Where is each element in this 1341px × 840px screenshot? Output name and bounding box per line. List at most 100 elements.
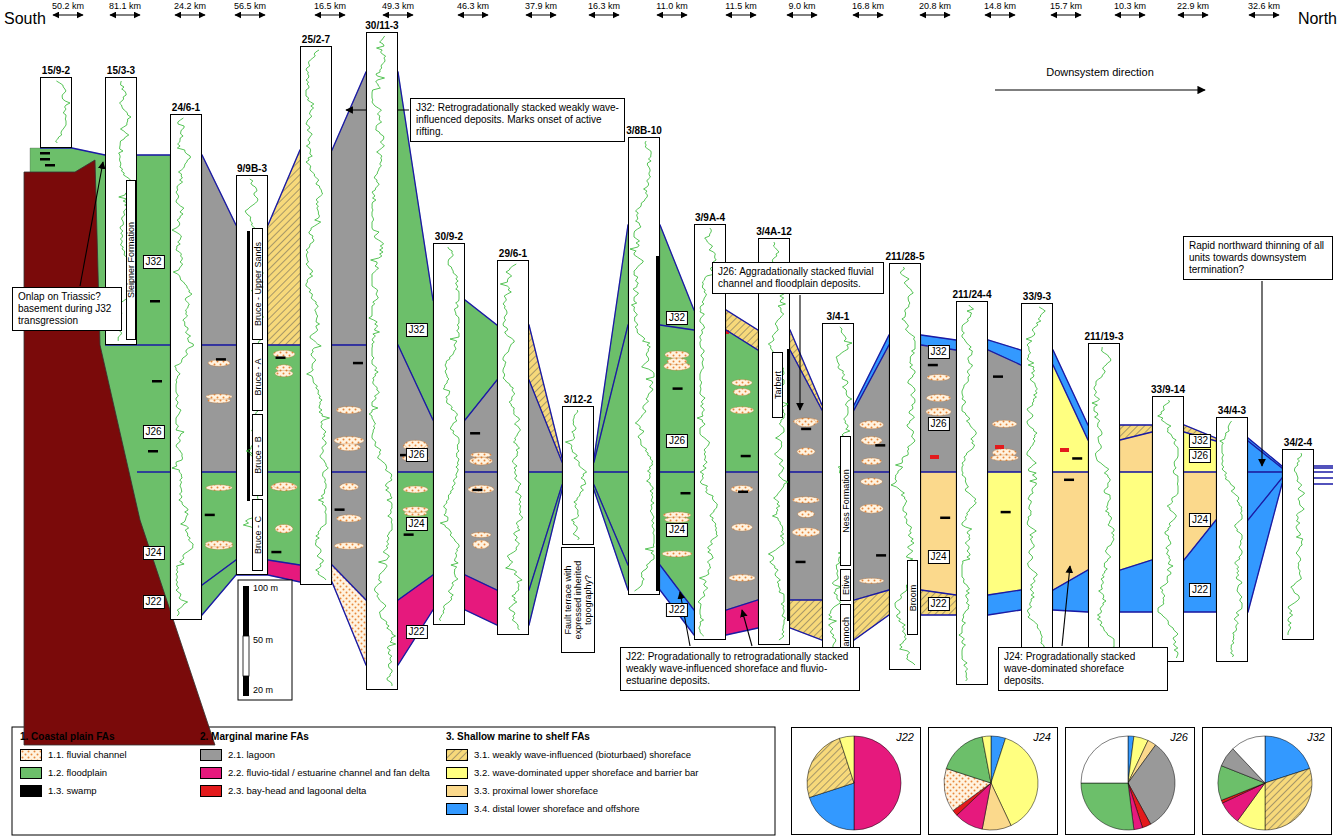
fluvial-channel-lens bbox=[665, 351, 689, 358]
core-interval bbox=[247, 231, 250, 501]
formation-name: Bruce - B bbox=[253, 436, 263, 474]
pie-chart bbox=[1203, 728, 1331, 834]
fault-terrace-note: Fault terrace with expressed inherited t… bbox=[561, 547, 595, 653]
horizon-label: J22 bbox=[405, 625, 427, 639]
facies-fill bbox=[202, 345, 236, 472]
swamp-coal-bar bbox=[152, 380, 162, 383]
fluvial-channel-lens bbox=[991, 455, 1019, 461]
legend-text: 1.1. fluvial channel bbox=[48, 749, 127, 761]
facies-fill bbox=[202, 560, 236, 615]
fluvial-channel-lens bbox=[205, 541, 232, 547]
scale-segment bbox=[243, 636, 249, 676]
legend-swatch bbox=[446, 803, 468, 815]
well-column: Broom211/28-5 bbox=[889, 263, 921, 670]
distance-label: 49.3 km bbox=[382, 1, 414, 11]
scale-label: 100 m bbox=[253, 583, 278, 593]
gamma-ray-log bbox=[439, 247, 459, 621]
swamp-coal-bar bbox=[796, 561, 806, 564]
distance-arrow bbox=[383, 15, 413, 16]
swamp-coal-bar bbox=[472, 489, 482, 492]
well-log bbox=[759, 239, 789, 644]
callout-leader bbox=[742, 610, 752, 646]
well-column: 15/9-2 bbox=[40, 77, 72, 148]
pie-title: J26 bbox=[1170, 731, 1188, 744]
facies-fill bbox=[465, 472, 497, 590]
legend-text: 3.1. weakly wave-influenced (bioturbaed)… bbox=[474, 749, 691, 761]
scale-bar bbox=[238, 580, 292, 700]
core-interval bbox=[787, 349, 789, 621]
distance-label: 32.6 km bbox=[1248, 1, 1280, 11]
facies-fill bbox=[332, 345, 366, 472]
distance-arrow bbox=[787, 15, 817, 16]
gamma-ray-log bbox=[172, 118, 193, 616]
gamma-ray-log bbox=[828, 327, 852, 683]
legend-text: 2.2. fluvio-tidal / estuarine channel an… bbox=[228, 767, 430, 779]
gamma-ray-log bbox=[243, 179, 263, 571]
distance-label: 14.8 km bbox=[984, 1, 1016, 11]
fluvial-channel-lens bbox=[730, 407, 754, 414]
facies-fill bbox=[854, 345, 889, 472]
callout-leader bbox=[1062, 566, 1070, 646]
formation-name: Etive bbox=[841, 575, 851, 595]
swamp-coal-bar bbox=[148, 450, 158, 453]
well-log bbox=[41, 78, 71, 147]
fluvial-channel-lens bbox=[275, 524, 293, 533]
callout-text: Onlap on Triassic? basement during J32 t… bbox=[18, 291, 116, 327]
swamp-coal-bar bbox=[1064, 479, 1074, 482]
facies-fill bbox=[988, 350, 1021, 472]
callout-leader bbox=[1261, 281, 1262, 466]
pie-chart-box: J26 bbox=[1065, 727, 1195, 835]
fluvial-channel-lens bbox=[860, 504, 884, 513]
gamma-ray-log bbox=[1026, 307, 1047, 681]
well-log bbox=[1089, 344, 1119, 679]
formation-box: Etive bbox=[840, 569, 851, 601]
formation-name: Bruce - Upper Sands bbox=[253, 242, 263, 326]
well-column: 3/8B-10 bbox=[628, 137, 660, 595]
pie-slice bbox=[854, 736, 901, 830]
callout-text: J32: Retrogradationally stacked weakly w… bbox=[416, 102, 619, 138]
pie-slice bbox=[1081, 783, 1134, 830]
legend-swatch bbox=[20, 785, 42, 797]
distance-label: 81.1 km bbox=[109, 1, 141, 11]
swamp-coal-bar bbox=[276, 356, 286, 359]
well-name: 3/4-1 bbox=[826, 311, 851, 322]
direction-label: South bbox=[4, 10, 46, 28]
facies-fill bbox=[1120, 472, 1152, 570]
facies-fill bbox=[268, 345, 300, 472]
facies-fill bbox=[398, 575, 433, 665]
well-log bbox=[367, 33, 397, 689]
facies-fill bbox=[660, 225, 694, 330]
well-name: 34/2-4 bbox=[1283, 437, 1313, 448]
well-name: 30/9-2 bbox=[434, 231, 464, 242]
swamp-coal-bar bbox=[470, 432, 480, 435]
gamma-ray-log bbox=[959, 305, 976, 681]
legend-swatch bbox=[200, 767, 222, 779]
legend-text: 3.2. wave-dominated upper shoreface and … bbox=[474, 767, 698, 779]
well-log bbox=[629, 138, 659, 594]
well-column: 30/11-3 bbox=[366, 32, 398, 690]
well-name: 15/9-2 bbox=[41, 65, 71, 76]
swamp-coal-bar bbox=[1001, 511, 1011, 514]
fluvial-channel-lens bbox=[665, 517, 690, 523]
well-log bbox=[434, 244, 464, 624]
fluvial-channel-lens bbox=[792, 528, 820, 537]
well-log bbox=[1022, 304, 1052, 684]
horizon-label: J32 bbox=[666, 311, 688, 325]
fluvial-channel-lens bbox=[797, 448, 815, 455]
fluvial-channel-lens bbox=[798, 511, 815, 518]
horizon-label: J26 bbox=[142, 425, 164, 439]
well-log bbox=[1217, 418, 1247, 661]
callout-leader bbox=[80, 162, 103, 286]
distance-arrow bbox=[1249, 15, 1279, 16]
well-column: 30/9-2 bbox=[433, 243, 465, 625]
formation-box: Bruce - C bbox=[252, 499, 263, 571]
fluvial-channel-lens bbox=[861, 478, 883, 485]
facies-fill bbox=[660, 565, 694, 635]
fluvial-channel-lens bbox=[340, 483, 359, 490]
horizon-label: J22 bbox=[142, 595, 164, 609]
fluvial-channel-lens bbox=[861, 458, 881, 465]
swamp-coal-bar bbox=[681, 492, 691, 495]
pie-title: J32 bbox=[1307, 731, 1325, 744]
distance-arrow bbox=[526, 15, 556, 16]
